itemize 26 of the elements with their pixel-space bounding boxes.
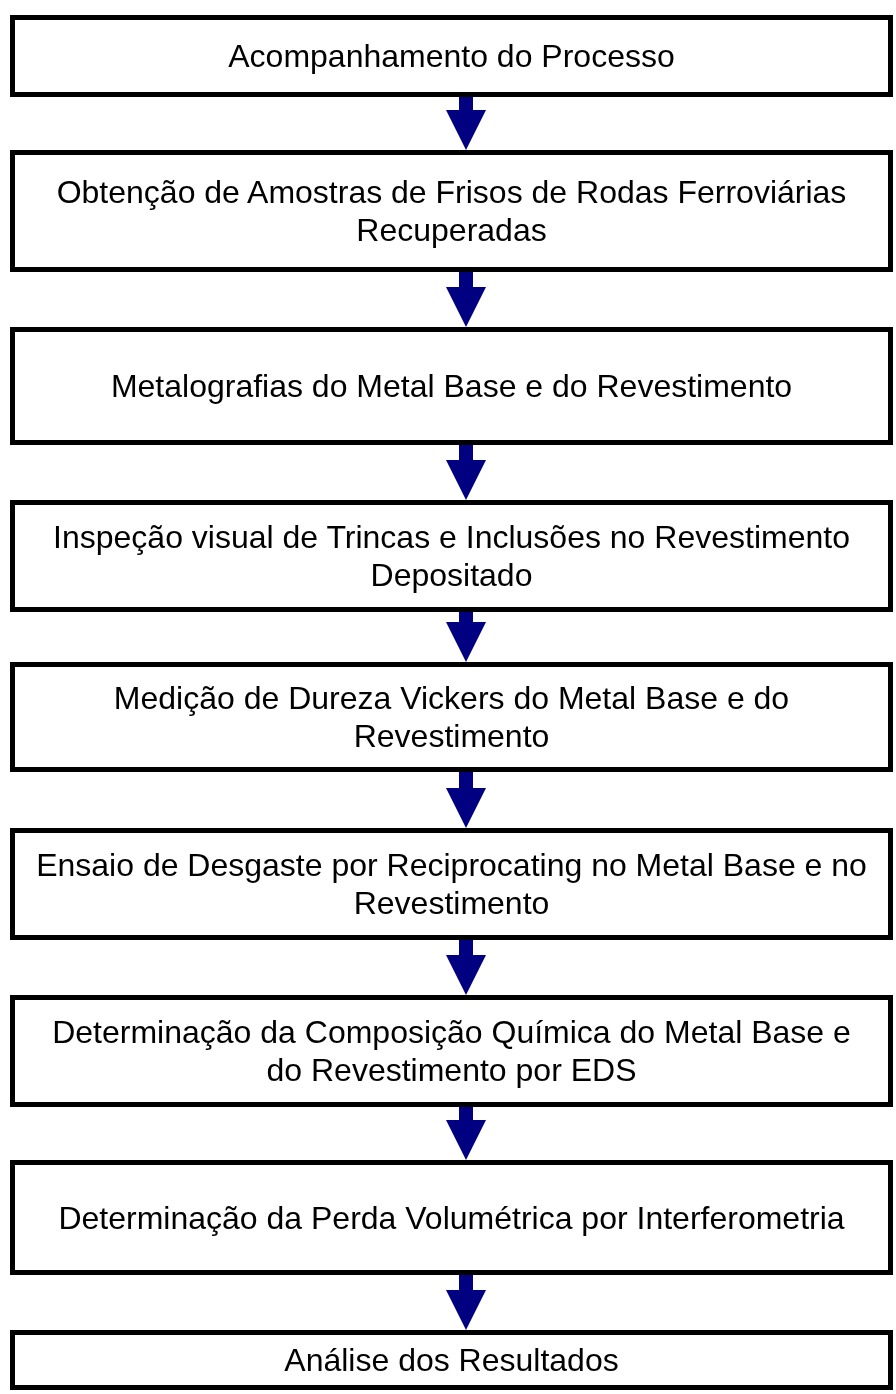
arrow — [446, 772, 486, 828]
arrow — [446, 940, 486, 995]
arrow — [446, 272, 486, 327]
arrow — [446, 1107, 486, 1160]
step-text: Obtenção de Amostras de Frisos de Rodas Ferroviárias Recuperadas — [55, 173, 848, 249]
process-box — [10, 15, 893, 97]
arrow — [446, 97, 486, 150]
process-box — [10, 1160, 893, 1275]
arrow — [446, 1275, 486, 1330]
step-text: Metalografias do Metal Base e do Revestimento — [110, 367, 793, 405]
arrow — [446, 612, 486, 662]
step-text: Inspeção visual de Trincas e Inclusões no Revestimento Depositado — [52, 518, 851, 594]
process-box — [10, 995, 893, 1107]
process-box — [10, 500, 893, 612]
process-box — [10, 828, 893, 940]
process-box — [10, 150, 893, 272]
step-text: Ensaio de Desgaste por Reciprocating no Metal Base e no Revestimento — [35, 846, 868, 922]
step-text: Determinação da Perda Volumétrica por Interferometria — [58, 1198, 845, 1237]
step-text: Acompanhamento do Processo — [228, 37, 675, 75]
step-text: Análise dos Resultados — [284, 1341, 619, 1379]
step-text: Determinação da Composição Química do Metal Base e do Revestimento por EDS — [51, 1013, 852, 1089]
step-text: Medição de Dureza Vickers do Metal Base e do Revestimento — [112, 679, 791, 755]
process-box — [10, 662, 893, 772]
process-box — [10, 1330, 893, 1390]
process-box — [10, 327, 893, 445]
arrow — [446, 445, 486, 500]
